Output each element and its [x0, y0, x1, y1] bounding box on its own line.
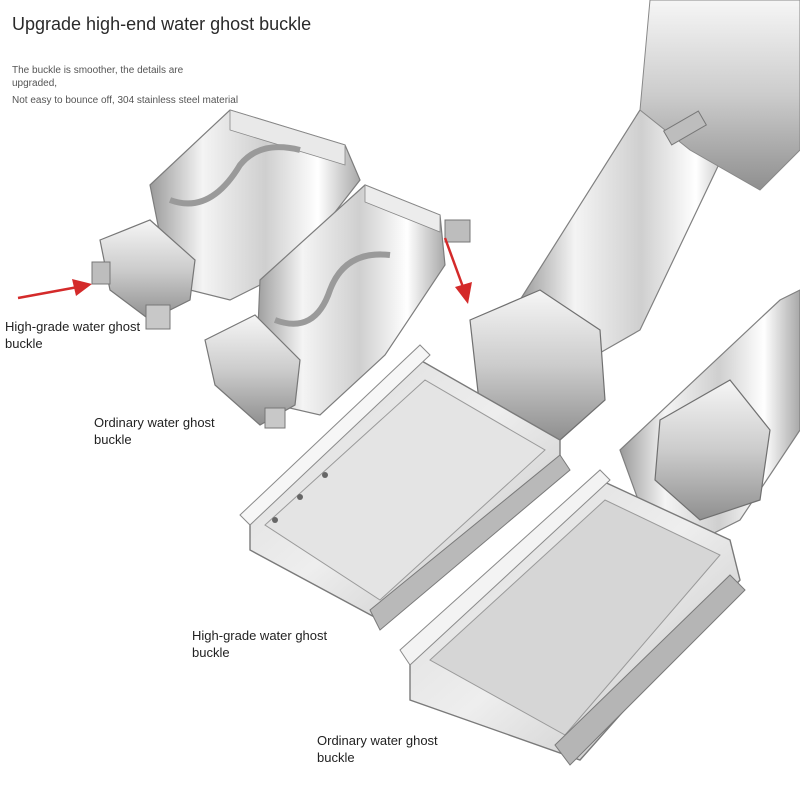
label-high-grade-bottom: High-grade water ghost buckle: [192, 628, 328, 660]
product-title: Upgrade high-end water ghost buckle: [12, 14, 312, 34]
arrow-to-high-grade-icon: [17, 279, 92, 300]
high-grade-buckle-large-image: [239, 0, 800, 631]
ordinary-buckle-small-image: [204, 184, 471, 429]
feature-text-smoother: The buckle is smoother, the details are …: [12, 65, 184, 89]
arrow-to-ordinary-icon: [443, 237, 472, 304]
feature-text-material: Not easy to bounce off, 304 stainless st…: [12, 95, 239, 106]
high-grade-buckle-small-image: [91, 109, 361, 330]
label-high-grade-top: High-grade water ghost buckle: [5, 319, 141, 351]
label-ordinary-bottom: Ordinary water ghost buckle: [317, 733, 438, 765]
label-ordinary-top: Ordinary water ghost buckle: [94, 415, 215, 447]
ordinary-buckle-large-image: [399, 289, 800, 766]
